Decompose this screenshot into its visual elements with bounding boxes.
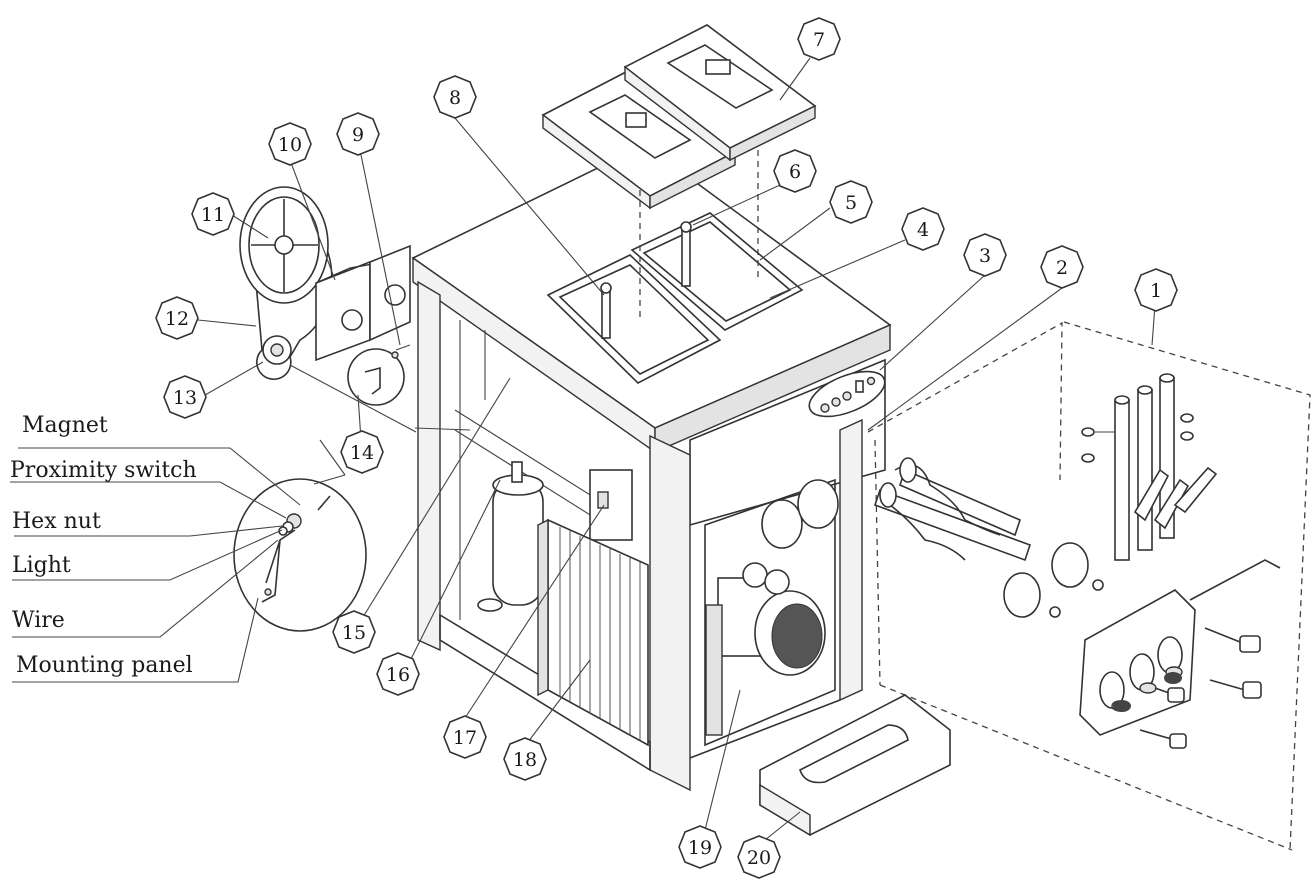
callout-9-label: 9	[352, 124, 364, 146]
callout-11-label: 11	[201, 204, 225, 226]
label-wire: Wire	[12, 608, 65, 633]
proximity-switch-detail	[233, 439, 367, 632]
callout-4: 4	[901, 207, 945, 251]
belt-pulley-assembly	[239, 186, 333, 380]
callout-16: 16	[376, 652, 420, 696]
callout-1-label: 1	[1150, 280, 1162, 302]
callout-12-label: 12	[165, 308, 189, 330]
callout-18-label: 18	[513, 749, 537, 771]
label-magnet: Magnet	[22, 413, 108, 438]
callout-13-label: 13	[173, 387, 197, 409]
callout-20: 20	[737, 835, 781, 879]
callout-11: 11	[191, 192, 235, 236]
hopper-lid-left	[541, 71, 737, 210]
callout-16-label: 16	[386, 664, 410, 686]
callout-10: 10	[268, 122, 312, 166]
callout-20-label: 20	[747, 847, 771, 869]
hopper-left	[546, 254, 722, 384]
callout-17-label: 17	[453, 727, 477, 749]
callout-5: 5	[829, 180, 873, 224]
callout-6-label: 6	[789, 161, 801, 183]
callout-4-label: 4	[917, 219, 929, 241]
callout-17: 17	[443, 715, 487, 759]
control-panel	[808, 370, 886, 418]
drip-tray	[759, 694, 951, 837]
callout-14-label: 14	[350, 442, 374, 464]
callout-8-label: 8	[449, 87, 461, 109]
callout-18: 18	[503, 737, 547, 781]
callout-6: 6	[773, 149, 817, 193]
callout-leaders	[197, 57, 1156, 841]
callout-1: 1	[1134, 268, 1178, 312]
label-proximity-switch: Proximity switch	[10, 458, 197, 483]
callout-3: 3	[963, 233, 1007, 277]
callout-19: 19	[678, 825, 722, 869]
motor	[705, 562, 826, 736]
callout-5-label: 5	[845, 192, 857, 214]
callout-19-label: 19	[688, 837, 712, 859]
condenser	[537, 518, 649, 747]
callout-3-label: 3	[979, 245, 991, 267]
callout-2: 2	[1040, 245, 1084, 289]
label-hex-nut: Hex nut	[12, 509, 101, 534]
callout-2-label: 2	[1056, 257, 1068, 279]
label-light: Light	[12, 553, 71, 578]
callout-7-label: 7	[813, 29, 825, 51]
callout-13: 13	[163, 375, 207, 419]
callout-9: 9	[336, 112, 380, 156]
hopper-right	[630, 212, 804, 331]
dispenser-exploded-assembly	[867, 321, 1311, 851]
callout-15-label: 15	[342, 622, 366, 644]
callout-15: 15	[332, 610, 376, 654]
hopper-lid-right	[623, 24, 817, 162]
callout-10-label: 10	[278, 134, 302, 156]
compressor	[477, 461, 544, 612]
gearbox	[315, 244, 411, 362]
bolts	[1113, 627, 1262, 749]
callout-12: 12	[155, 296, 199, 340]
callout-14: 14	[340, 430, 384, 474]
label-mounting-panel: Mounting panel	[16, 653, 193, 678]
callout-8: 8	[433, 75, 477, 119]
callout-7: 7	[797, 17, 841, 61]
